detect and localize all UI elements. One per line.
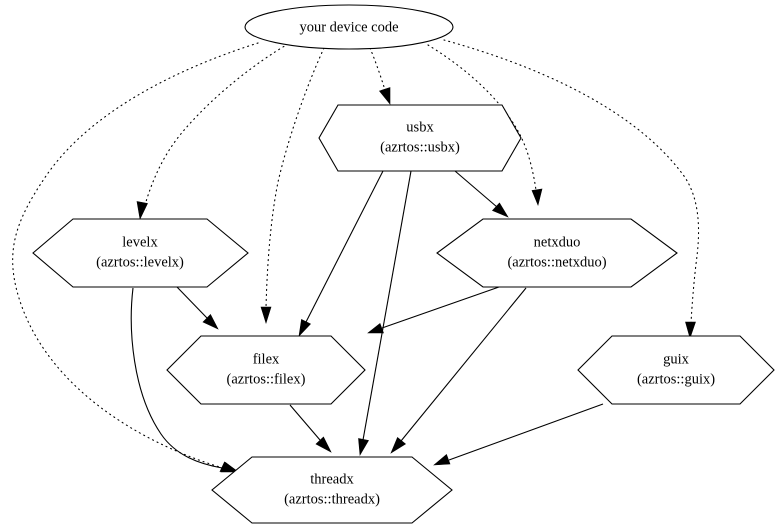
node-label-netxduo-line1: netxduo <box>534 234 581 250</box>
node-label-device-line1: your device code <box>299 19 398 35</box>
node-shape-octagon <box>577 335 775 405</box>
node-levelx[interactable]: levelx (azrtos::levelx) <box>32 218 249 288</box>
node-shape-ellipse <box>244 4 454 50</box>
edge-device-to-netxduo <box>427 44 543 206</box>
edge-device-to-filex <box>260 47 325 325</box>
node-label-netxduo-line2: (azrtos::netxduo) <box>507 254 606 270</box>
node-label-usbx-line2: (azrtos::usbx) <box>380 139 460 155</box>
edge-device-to-usbx <box>369 47 391 105</box>
node-label-filex-line2: (azrtos::filex) <box>227 371 306 387</box>
edge-levelx-to-threadx <box>130 287 238 472</box>
node-filex[interactable]: filex (azrtos::filex) <box>166 335 366 405</box>
edge-guix-to-threadx <box>433 403 604 466</box>
node-label-guix-line2: (azrtos::guix) <box>637 371 715 387</box>
edge-filex-to-threadx <box>289 404 332 453</box>
node-shape-octagon <box>166 335 366 405</box>
node-guix[interactable]: guix (azrtos::guix) <box>577 335 775 405</box>
edge-levelx-to-filex <box>176 286 219 330</box>
node-shape-octagon <box>211 456 453 524</box>
edge-usbx-to-netxduo <box>454 170 509 218</box>
node-shape-octagon <box>318 104 522 172</box>
edge-netxduo-to-threadx-left <box>367 286 500 334</box>
node-your-device-code[interactable]: your device code <box>244 4 454 50</box>
node-shape-octagon <box>436 218 678 288</box>
edge-usbx-to-filex <box>298 170 384 337</box>
node-threadx[interactable]: threadx (azrtos::threadx) <box>211 456 453 524</box>
node-shape-octagon <box>32 218 249 288</box>
node-label-threadx-line1: threadx <box>310 471 354 487</box>
node-usbx[interactable]: usbx (azrtos::usbx) <box>318 104 522 172</box>
node-label-filex-line1: filex <box>253 351 280 367</box>
edge-usbx-to-threadx <box>358 170 412 456</box>
edge-device-to-levelx <box>136 43 289 220</box>
node-label-guix-line1: guix <box>663 351 690 367</box>
edge-netxduo-to-threadx <box>390 287 527 454</box>
node-label-levelx-line1: levelx <box>122 234 158 250</box>
node-netxduo[interactable]: netxduo (azrtos::netxduo) <box>436 218 678 288</box>
node-label-levelx-line2: (azrtos::levelx) <box>96 254 184 270</box>
edge-device-to-guix <box>443 39 700 340</box>
node-label-usbx-line1: usbx <box>406 119 434 135</box>
edge-group-solid <box>130 170 604 472</box>
node-label-threadx-line2: (azrtos::threadx) <box>284 491 380 507</box>
